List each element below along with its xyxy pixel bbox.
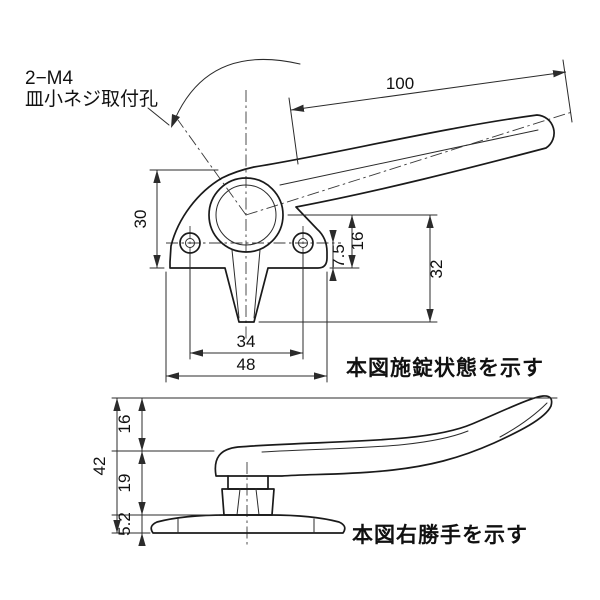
side-view-caption: 本図右勝手を示す xyxy=(352,523,528,547)
dim-text-42: 42 xyxy=(90,457,109,476)
latch-tongue-left-line xyxy=(231,249,240,319)
dim-text-30: 30 xyxy=(131,210,150,229)
dim-text-32: 32 xyxy=(427,260,446,279)
dim-text-48: 48 xyxy=(237,355,256,374)
front-view: 100 30 7.5 16 32 34 48 2−M4 皿小ネジ取付孔 本図施錠… xyxy=(25,58,573,383)
hub-lower-body xyxy=(221,488,275,516)
lever-axis-centerline xyxy=(245,111,573,216)
side-lever-inner-line xyxy=(261,430,469,453)
side-lever-tip-inner-line xyxy=(499,402,548,438)
boss-outer-circle xyxy=(208,177,284,253)
dim-text-34: 34 xyxy=(237,332,256,351)
dim-text-100: 100 xyxy=(386,74,414,93)
screw-hole-left-outer xyxy=(179,232,201,254)
rotation-arc-arrowhead xyxy=(171,114,180,128)
side-view: 42 16 19 5.2 本図右勝手を示す xyxy=(90,395,558,548)
dim-text-19-side: 19 xyxy=(115,474,134,493)
boss-inner-circle xyxy=(215,184,277,246)
screw-hole-right-inner xyxy=(298,238,308,248)
latch-tongue-right-line xyxy=(253,249,261,319)
screw-hole-left-inner xyxy=(185,238,195,248)
hub-facet-left xyxy=(236,488,241,516)
ext-100-start xyxy=(288,97,299,165)
screw-note-line2: 皿小ネジ取付孔 xyxy=(25,88,158,110)
note-leader-line xyxy=(147,107,170,126)
side-lever-outline xyxy=(214,395,553,477)
ext-100-end xyxy=(562,59,573,123)
screw-note-line1: 2−M4 xyxy=(25,68,73,89)
dim-text-16-side: 16 xyxy=(115,415,134,434)
rotation-arc xyxy=(171,58,301,127)
dim-line-100 xyxy=(290,70,567,112)
lever-inner-edge-line xyxy=(279,129,539,186)
hub-upper-band xyxy=(227,475,269,490)
base-plate-profile xyxy=(150,514,346,534)
screw-hole-right-outer xyxy=(292,232,314,254)
dim-text-5-2: 5.2 xyxy=(115,512,134,536)
dim-text-16: 16 xyxy=(348,232,367,251)
front-view-caption: 本図施錠状態を示す xyxy=(346,356,544,380)
plate-and-lever-outline xyxy=(169,114,555,323)
rotated-axis-centerline xyxy=(177,119,247,216)
hub-facet-right xyxy=(255,488,260,516)
dim-text-7-5: 7.5 xyxy=(329,244,348,268)
